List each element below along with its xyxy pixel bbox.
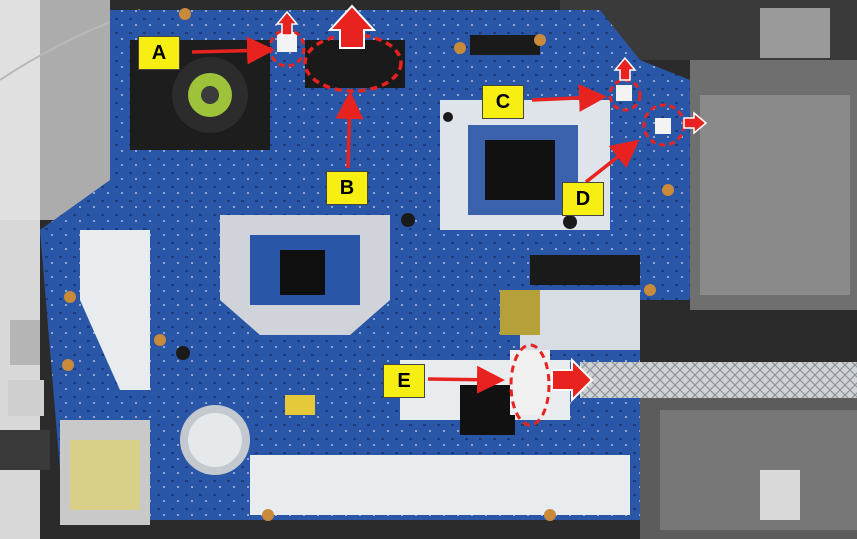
callout-label-b: B (326, 171, 368, 205)
callout-label-a: A (138, 36, 180, 70)
callout-label-c: C (482, 85, 524, 119)
callout-label-d: D (562, 182, 604, 216)
callout-label-e: E (383, 364, 425, 398)
